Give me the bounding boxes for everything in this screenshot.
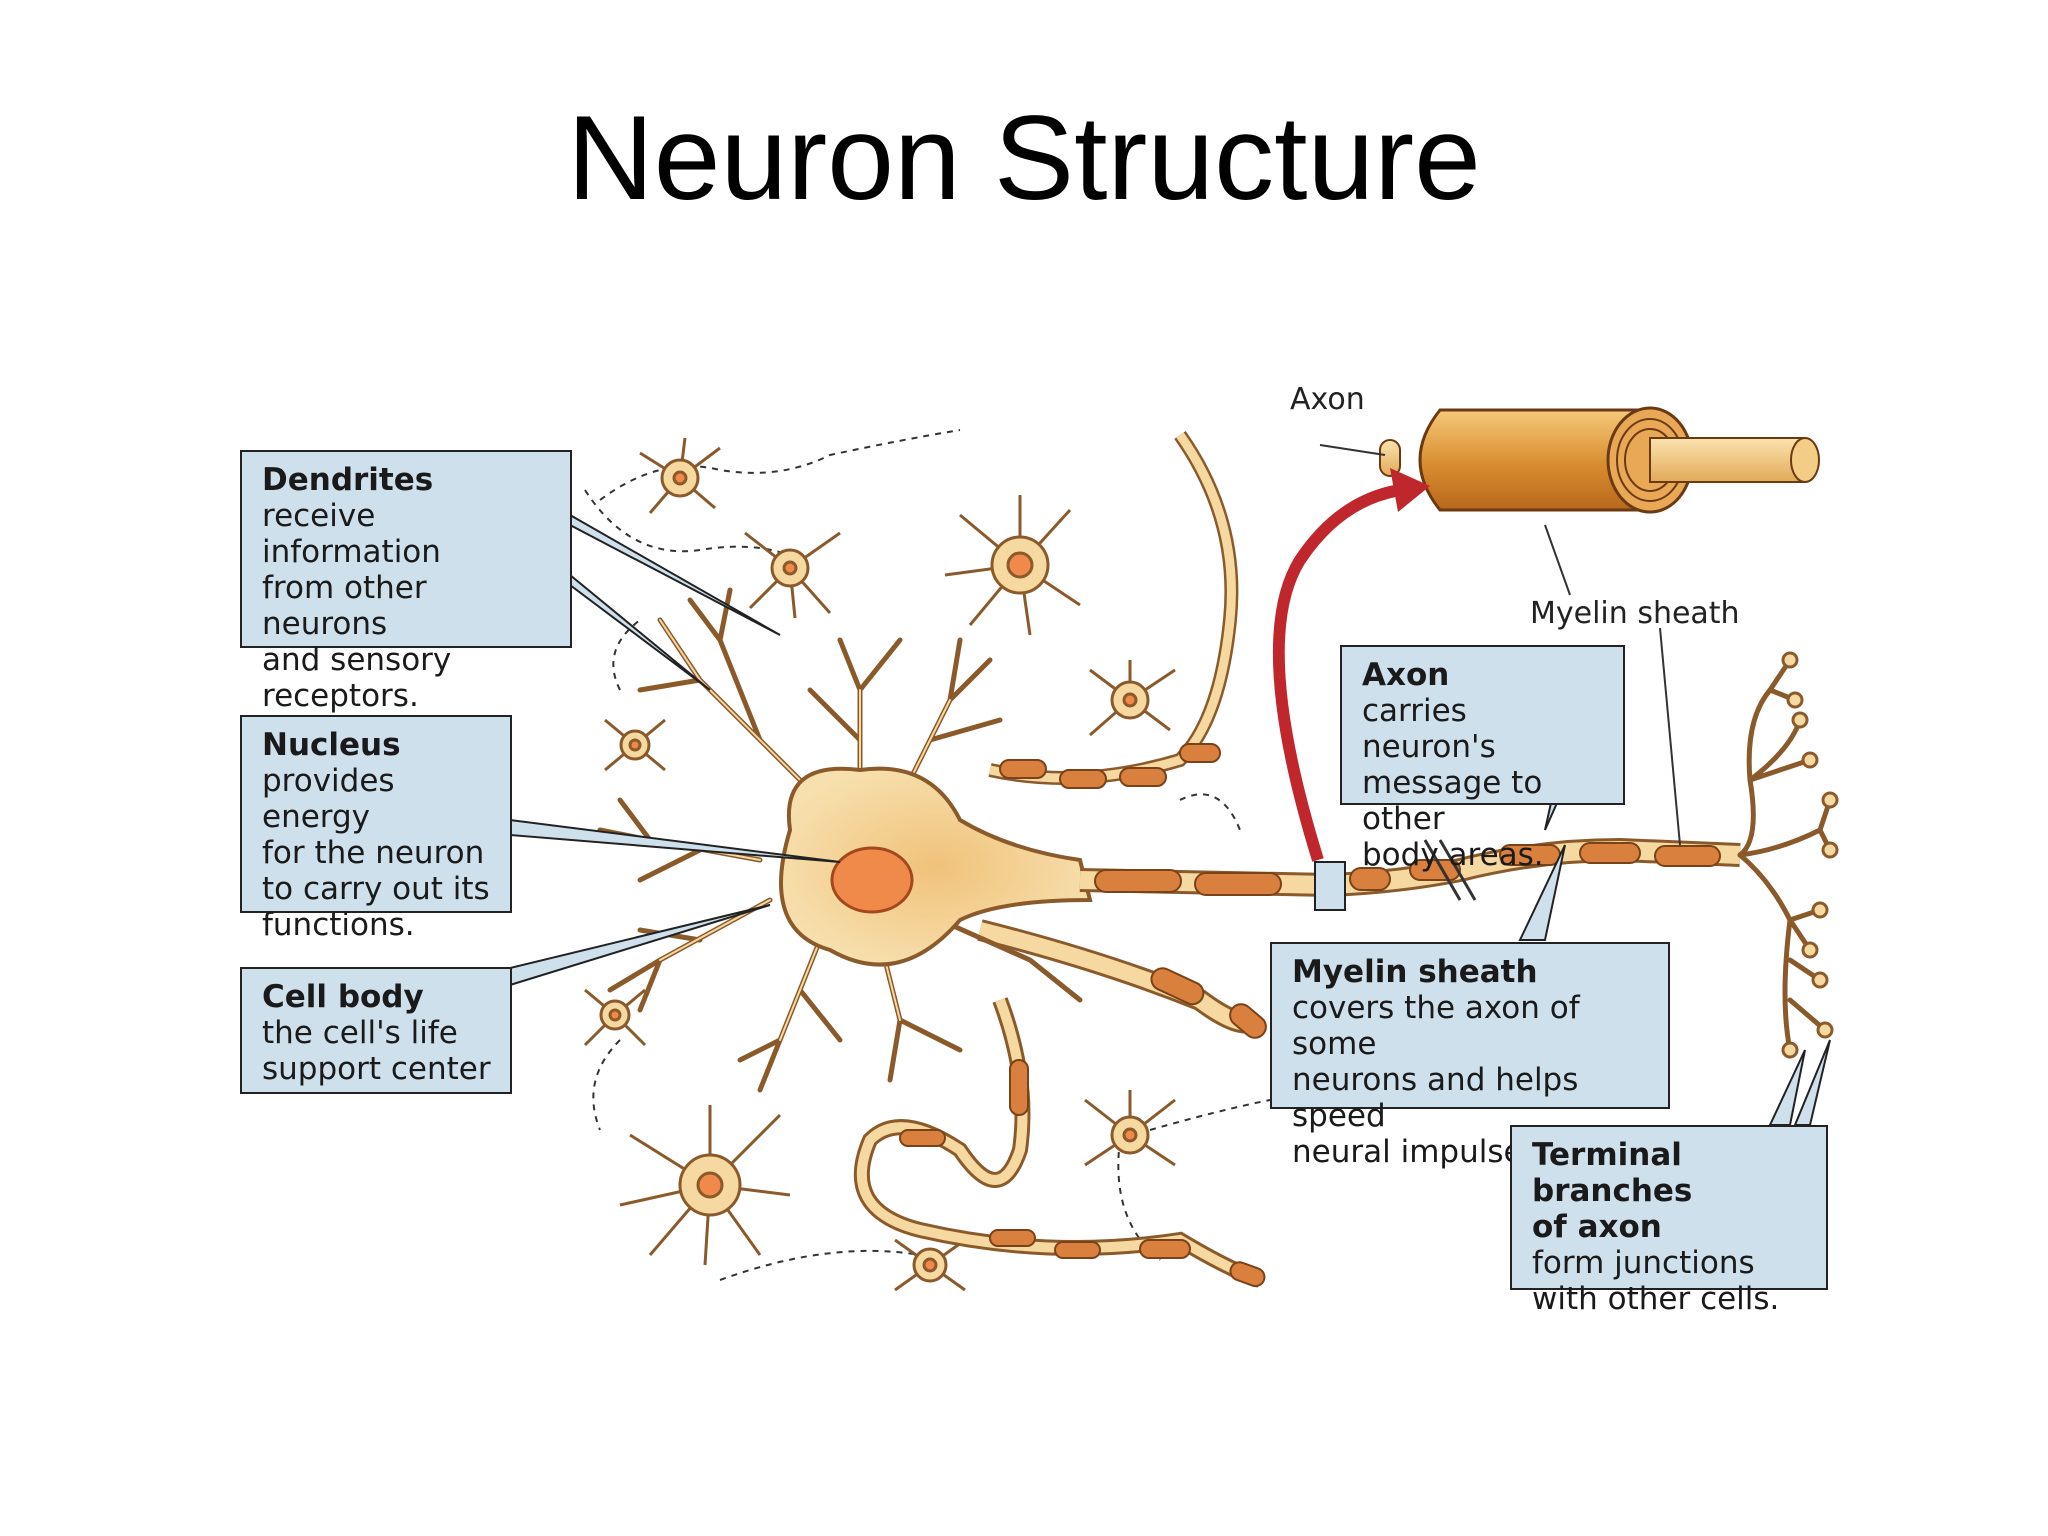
background-neuron — [583, 437, 1176, 1292]
background-connections — [584, 429, 1271, 1281]
nucleus — [830, 846, 914, 914]
small-neuron-4 — [1089, 660, 1176, 737]
terminal-branches — [1737, 657, 1833, 1053]
axon-break-mark — [1423, 839, 1477, 901]
inset-myelin-pointer — [1659, 627, 1681, 846]
upper-axon-myelin — [999, 743, 1221, 789]
callout-cell-body-heading: Cell body — [262, 979, 424, 1015]
small-neuron-6 — [583, 988, 647, 1047]
callout-terminal-branches-heading: Terminal branches of axon — [1532, 1137, 1693, 1245]
terminal-knobs — [1781, 651, 1839, 1059]
main-axon-myelin — [1094, 842, 1721, 896]
callout-dendrites: Dendrites receive information from other… — [240, 450, 572, 714]
callout-nucleus: Nucleus provides energy for the neuron t… — [240, 715, 512, 943]
small-neuron-5 — [604, 718, 666, 772]
callout-dendrites-heading: Dendrites — [262, 462, 434, 498]
small-neuron-1 — [639, 437, 721, 514]
callout-terminal-branches: Terminal branches of axon form junctions… — [1510, 1125, 1828, 1317]
callout-axon-body: carries neuron's message to other body a… — [1362, 693, 1544, 873]
small-neuron-8 — [1084, 1090, 1176, 1167]
axon-inset — [1319, 406, 1820, 596]
small-neuron-7 — [619, 1105, 791, 1266]
cell-body — [779, 766, 1093, 967]
callout-dendrites-body: receive information from other neurons a… — [262, 498, 452, 714]
callout-cell-body-body: the cell's life support center — [262, 1015, 491, 1087]
small-neuron-3 — [944, 495, 1081, 636]
slide-title: Neuron Structure — [567, 91, 1481, 225]
inset-axon-label: Axon — [1290, 382, 1365, 417]
inset-myelin-label: Myelin sheath — [1530, 596, 1740, 631]
lower-axon-myelin — [899, 967, 1267, 1288]
callout-terminal-branches-body: form junctions with other cells. — [1532, 1245, 1780, 1317]
callout-myelin-sheath-heading: Myelin sheath — [1292, 954, 1538, 990]
callout-axon: Axon carries neuron's message to other b… — [1340, 645, 1625, 873]
callout-pointers — [509, 513, 1831, 1126]
callout-myelin-sheath: Myelin sheath covers the axon of some ne… — [1270, 942, 1670, 1170]
zoom-arrow — [1272, 484, 1402, 862]
callout-axon-heading: Axon — [1362, 657, 1450, 693]
zoom-marker — [1314, 861, 1346, 911]
small-neuron-9 — [894, 1238, 966, 1292]
callout-nucleus-body: provides energy for the neuron to carry … — [262, 763, 490, 943]
small-neuron-2 — [744, 531, 841, 619]
callout-nucleus-heading: Nucleus — [262, 727, 401, 763]
callout-cell-body: Cell body the cell's life support center — [240, 967, 512, 1094]
